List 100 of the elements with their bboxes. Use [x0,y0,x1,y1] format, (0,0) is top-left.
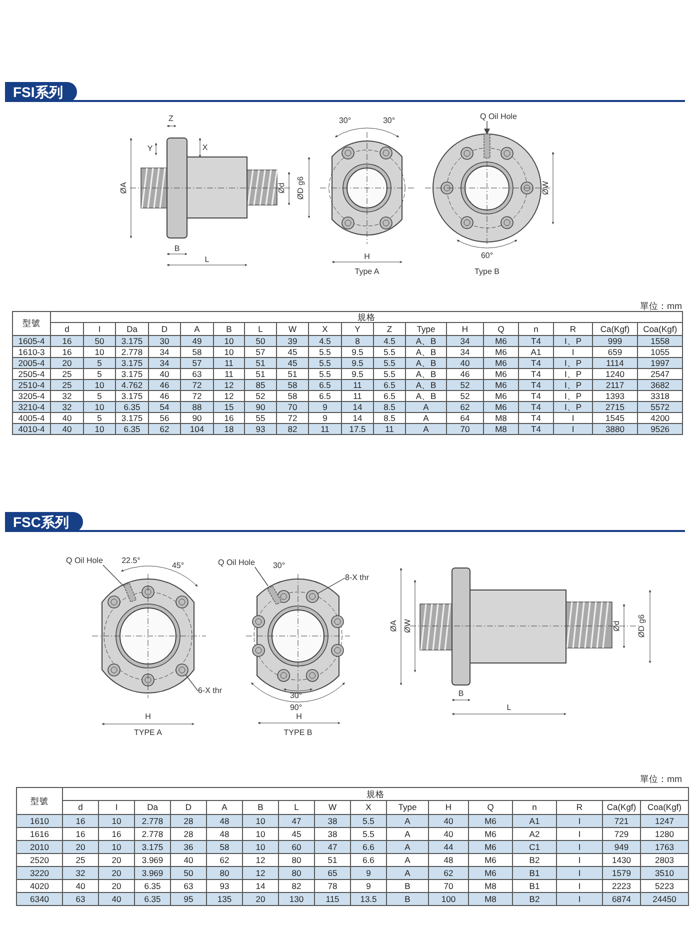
model-number: 1610 [16,814,62,828]
leader-line [102,564,124,587]
spec-value: A [386,814,428,828]
spec-value: M6 [468,840,512,854]
spec-value: 10 [242,814,278,828]
spec-value: C1 [512,840,556,854]
spec-value: 1763 [640,840,688,854]
spec-value: 135 [206,892,242,906]
view-caption: TYPE A [134,729,162,737]
leader-line [317,578,346,594]
spec-value: I [556,840,602,854]
spec-value: 3510 [640,866,688,880]
spec-value: 65 [314,866,350,880]
dimension-label: 30° [338,117,352,125]
oil-hole [267,586,282,605]
model-number: 1605-4 [12,336,50,346]
spec-value: 2.778 [134,814,170,828]
spec-value: M6 [468,866,512,880]
spec-value: 36 [170,840,206,854]
spec-value: 28 [170,814,206,828]
spec-value: 50 [170,866,206,880]
dimension-label: H [364,253,370,261]
spec-value: 47 [314,840,350,854]
dimension-label: H [145,713,151,721]
leader-line [254,566,268,586]
spec-value: 20 [242,892,278,906]
dimension-label: Ød [613,620,621,632]
spec-value: I [556,814,602,828]
spec-value: I [556,866,602,880]
spec-value: 721 [602,814,640,828]
model-number: 3210-4 [12,402,50,412]
oil-hole [484,134,490,158]
column-group-header: 規格 [50,312,683,322]
dimension-label: Y [147,145,153,153]
model-number: 4010-4 [12,424,50,434]
spec-value: M8 [468,892,512,906]
spec-value: 3.969 [134,866,170,880]
callout-text: Q Oil Hole [480,113,517,121]
model-number: 2510-4 [12,380,50,390]
dimension-label: Z [168,115,174,123]
spec-value: 32 [62,866,98,880]
leader-line [185,674,198,692]
spec-value: 5.5 [350,814,386,828]
unit-note: 單位：mm [640,773,682,786]
spec-value: 62 [428,866,468,880]
dimension-label: ØD g6 [297,176,305,200]
dimension-label: 22.5° [122,557,140,565]
spec-value: 6.35 [134,892,170,906]
dimension-label: ØA [390,620,398,632]
spec-value: 12 [242,866,278,880]
dimension-label: 30° [382,117,396,125]
dimension-label: 60° [480,252,494,260]
column-header: 型號 [16,788,62,814]
spec-value: B [386,892,428,906]
spec-value: B2 [512,892,556,906]
spec-value: 40 [428,814,468,828]
spec-value: I [556,892,602,906]
spec-value: 6874 [602,892,640,906]
spec-value: 44 [428,840,468,854]
spec-value: 16 [62,814,98,828]
spec-value: 80 [278,866,314,880]
spec-value: A1 [512,814,556,828]
spec-value: 3.175 [134,840,170,854]
dimension-label: B [174,245,180,253]
section-heading: FSI系列 [5,82,77,102]
spec-value: 10 [98,814,134,828]
spec-value: 40 [98,892,134,906]
spec-value: 80 [206,866,242,880]
spec-value: A [386,866,428,880]
spec-value: 13.5 [350,892,386,906]
spec-value: 100 [428,892,468,906]
column-group-header: 規格 [62,788,688,800]
callout-text: 6-X thr [198,687,222,695]
section-heading: FSC系列 [5,512,83,532]
view-caption: Type A [354,268,380,276]
view-caption: TYPE B [284,729,312,737]
dimension-label: 30° [272,562,286,570]
model-number: 2010 [16,840,62,854]
dimension-label: L [506,704,512,712]
dimension-label: H [296,713,302,721]
dimension-label: 30° [290,692,302,700]
spec-value: 38 [314,814,350,828]
dimension-label: 45° [172,562,184,570]
view-caption: Type B [474,268,500,276]
spec-value: 949 [602,840,640,854]
spec-value: B1 [512,866,556,880]
spec-value: A [386,840,428,854]
spec-value: 130 [278,892,314,906]
oil-hole [123,582,137,602]
dimension-label: Ød [278,182,286,194]
spec-value: 6.6 [350,840,386,854]
spec-value: 48 [206,814,242,828]
spec-value: 63 [62,892,98,906]
threaded-hole [176,664,188,676]
dimension-label: ØW [542,181,550,195]
spec-value: 60 [278,840,314,854]
dimension-label: ØA [120,182,128,194]
spec-value: 10 [242,840,278,854]
leader-line [484,120,490,135]
dimension-label: L [204,256,210,264]
